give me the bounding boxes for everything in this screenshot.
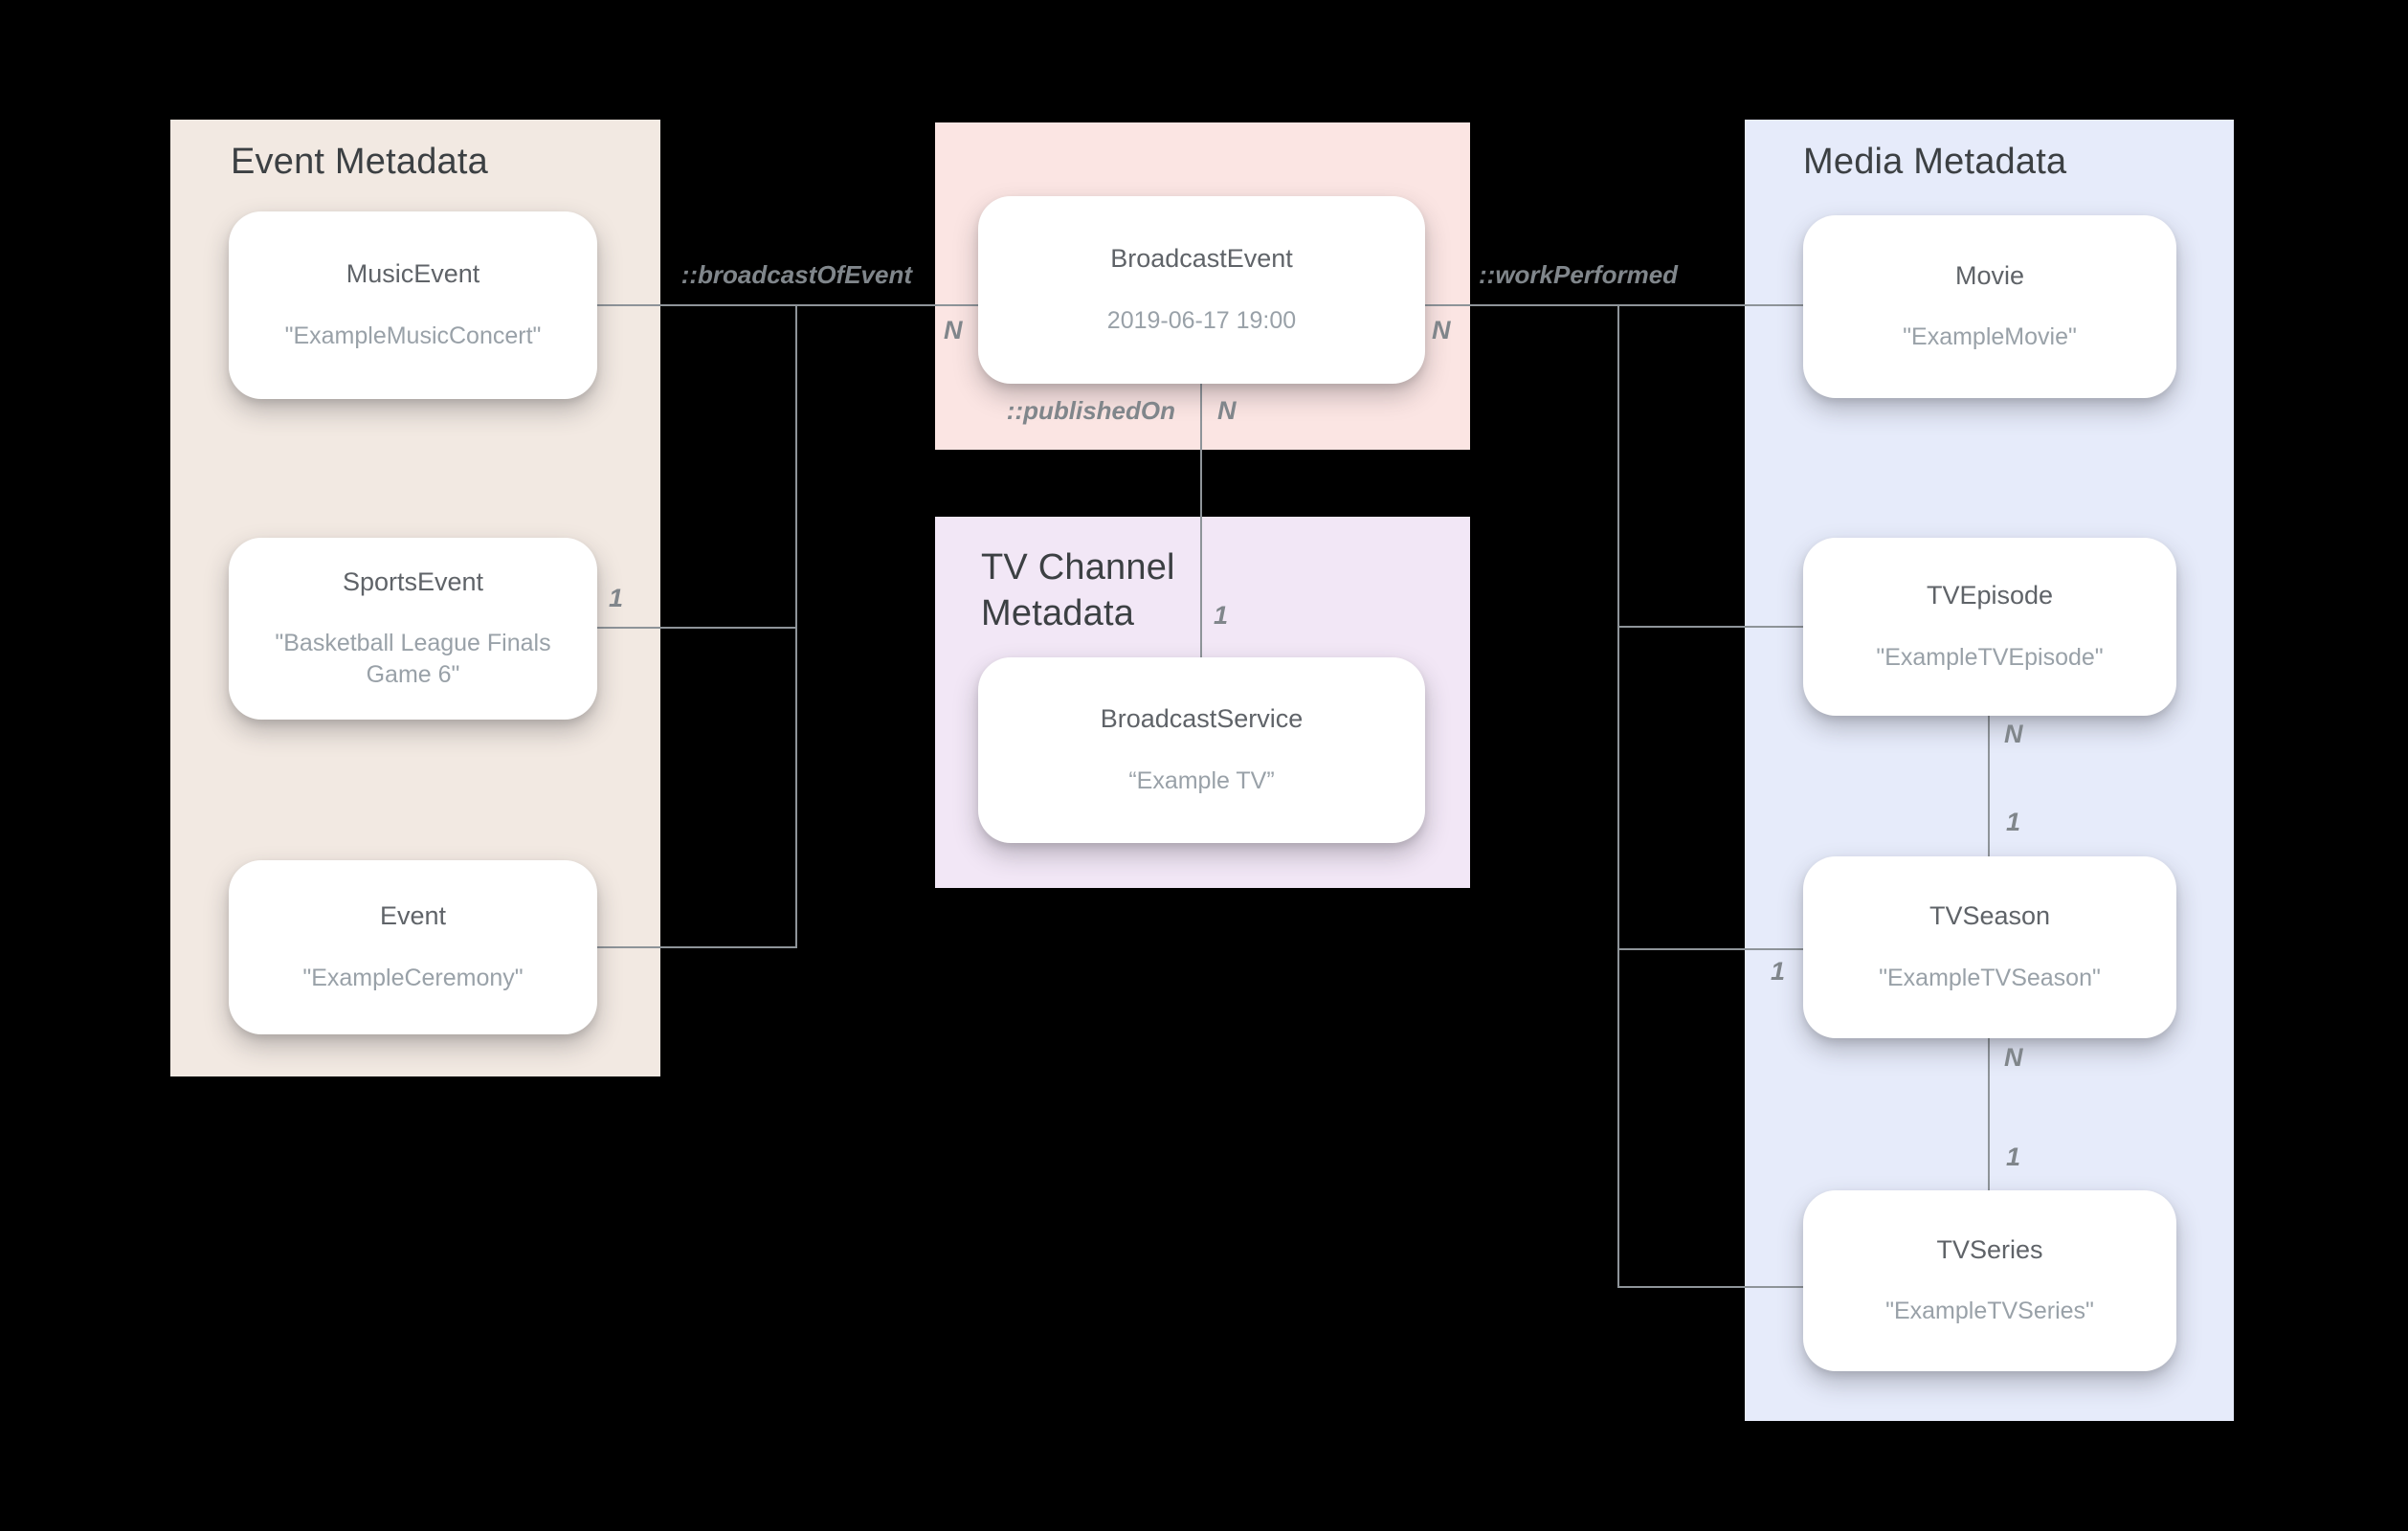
connector-tvepisode-branch	[1617, 626, 1803, 628]
event-card: Event "ExampleCeremony"	[229, 860, 597, 1034]
event-metadata-title: Event Metadata	[231, 142, 488, 182]
entity-name: BroadcastService	[1100, 704, 1304, 734]
entity-name: TVEpisode	[1926, 581, 2054, 610]
publishedon-relationship-label: ::publishedOn	[1006, 396, 1175, 425]
entity-name: Event	[379, 901, 447, 931]
entity-example: “Example TV”	[1128, 766, 1275, 794]
broadcastservice-card: BroadcastService “Example TV”	[978, 657, 1425, 843]
cardinality-season-series-n: N	[2004, 1043, 2023, 1072]
tvseason-card: TVSeason "ExampleTVSeason"	[1803, 856, 2176, 1038]
connector-tvseason-branch	[1617, 948, 1803, 950]
entity-name: TVSeries	[1936, 1234, 2043, 1264]
entity-example: "Basketball League Finals Game 6"	[275, 630, 551, 689]
tvseries-card: TVSeries "ExampleTVSeries"	[1803, 1190, 2176, 1371]
connector-event-trunk	[795, 304, 797, 948]
connector-media-trunk	[1617, 304, 1619, 1288]
connector-event-branch	[597, 946, 797, 948]
entity-example: "ExampleTVSeason"	[1879, 964, 2101, 991]
entity-name: MusicEvent	[346, 259, 480, 289]
sportsevent-card: SportsEvent "Basketball League Finals Ga…	[229, 538, 597, 720]
broadcastevent-card: BroadcastEvent 2019-06-17 19:00	[978, 196, 1425, 384]
entity-name: TVSeason	[1929, 901, 2051, 931]
entity-example: "ExampleCeremony"	[302, 964, 524, 991]
broadcastofevent-relationship-label: ::broadcastOfEvent	[680, 260, 912, 289]
connector-musicevent-broadcastevent	[597, 304, 978, 306]
cardinality-publishedon-n: N	[1217, 396, 1237, 425]
connector-tvseason-tvseries	[1988, 1038, 1990, 1190]
cardinality-episode-season-1: 1	[2006, 808, 2021, 836]
connector-publishedon	[1200, 384, 1202, 657]
entity-example: "ExampleTVEpisode"	[1876, 643, 2104, 671]
connector-broadcastevent-movie	[1425, 304, 1803, 306]
cardinality-season-trunk-1: 1	[1771, 957, 1786, 986]
cardinality-season-series-1: 1	[2006, 1143, 2021, 1171]
entity-example: 2019-06-17 19:00	[1106, 306, 1297, 334]
connector-tvepisode-tvseason	[1988, 716, 1990, 856]
connector-tvseries-branch	[1617, 1286, 1803, 1288]
tv-channel-metadata-title: TV Channel Metadata	[981, 547, 1175, 633]
cardinality-broadcastofevent-n: N	[944, 316, 963, 344]
entity-example: "ExampleMusicConcert"	[284, 322, 542, 349]
media-metadata-title: Media Metadata	[1803, 142, 2067, 182]
workperformed-relationship-label: ::workPerformed	[1479, 260, 1679, 289]
entity-example: "ExampleTVSeries"	[1885, 1298, 2094, 1325]
cardinality-sportsevent-1: 1	[609, 584, 624, 612]
entity-name: SportsEvent	[342, 566, 484, 596]
cardinality-workperformed-n: N	[1432, 316, 1451, 344]
entity-example: "ExampleMovie"	[1903, 323, 2077, 351]
connector-sportsevent-branch	[597, 627, 797, 629]
movie-card: Movie "ExampleMovie"	[1803, 215, 2176, 398]
cardinality-publishedon-1: 1	[1214, 601, 1229, 630]
entity-name: BroadcastEvent	[1110, 244, 1293, 274]
entity-name: Movie	[1954, 260, 2025, 290]
musicevent-card: MusicEvent "ExampleMusicConcert"	[229, 211, 597, 399]
cardinality-episode-season-n: N	[2004, 720, 2023, 748]
tvepisode-card: TVEpisode "ExampleTVEpisode"	[1803, 538, 2176, 716]
